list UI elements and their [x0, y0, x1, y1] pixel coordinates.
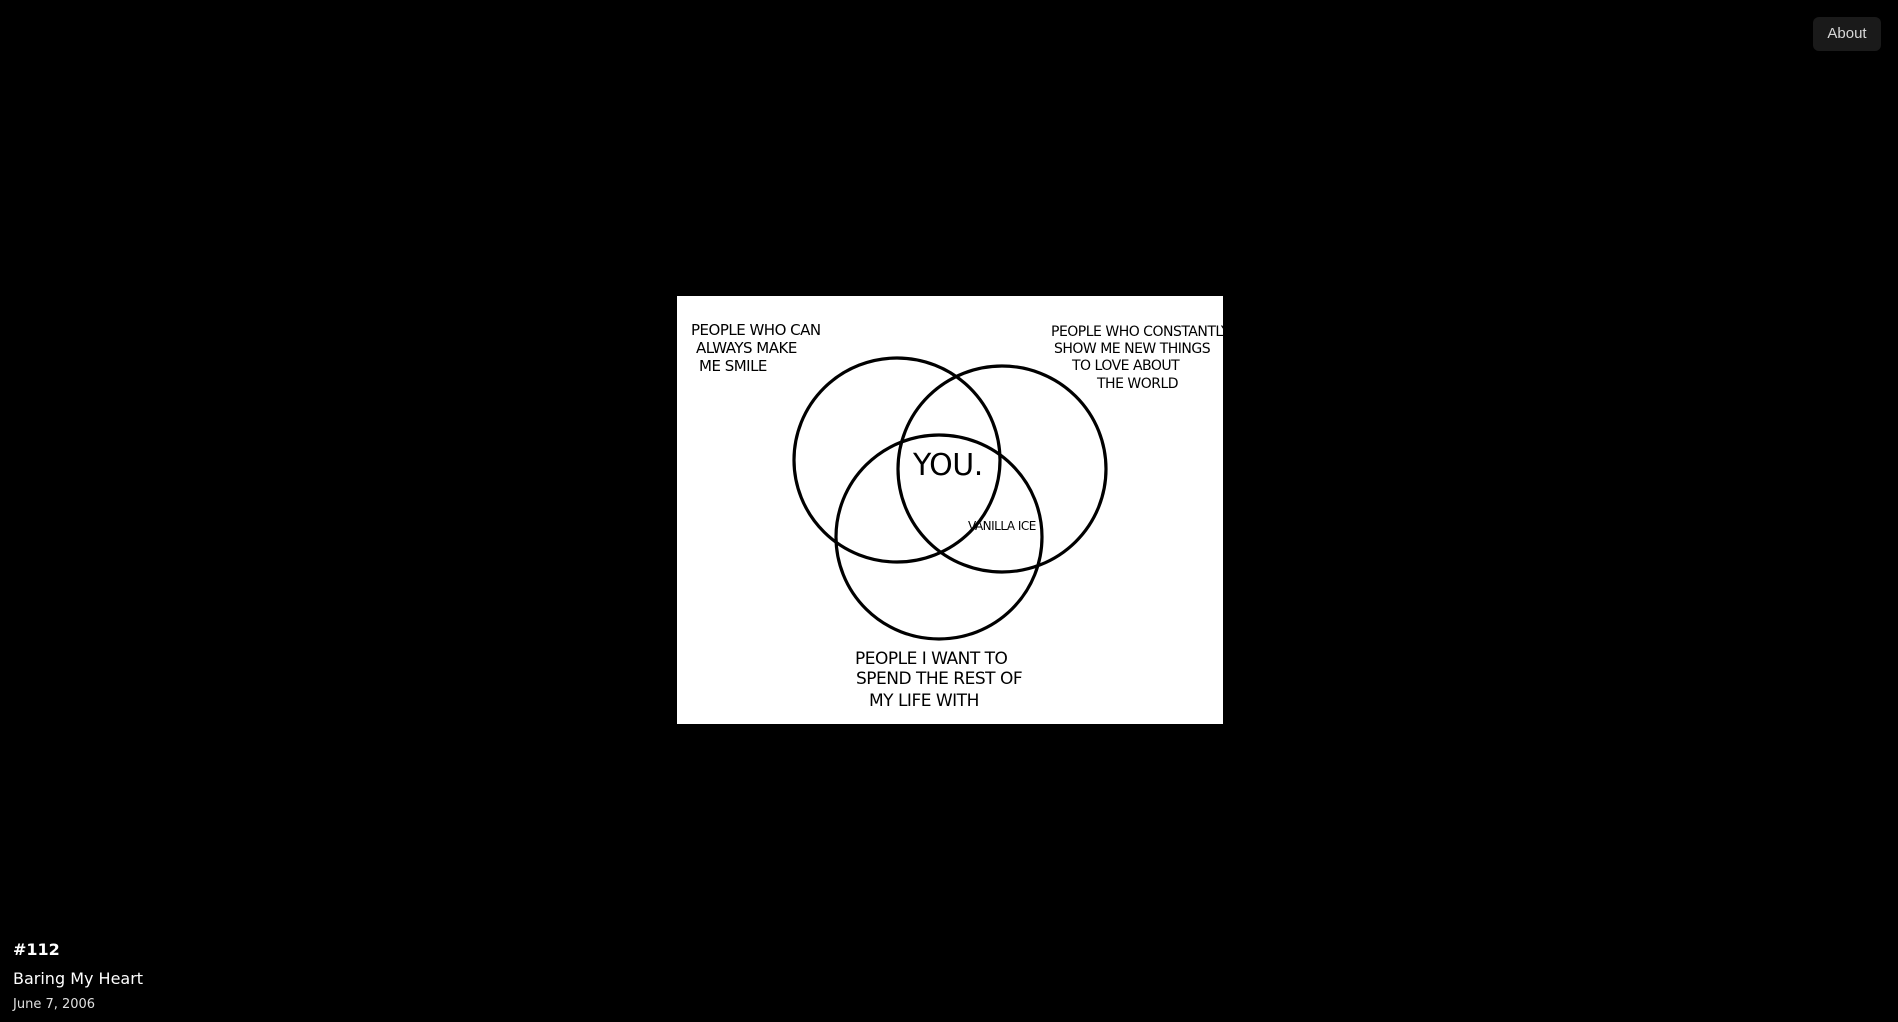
comic-title: Baring My Heart — [13, 969, 144, 988]
label-rest-of-life-line-3: MY LIFE WITH — [869, 691, 979, 711]
circle-smile — [792, 356, 1002, 564]
label-smile-line-3: ME SMILE — [699, 357, 767, 375]
circle-new-things — [896, 364, 1108, 574]
label-new-things-line-2: SHOW ME NEW THINGS — [1054, 341, 1211, 357]
comic-info: #112 Baring My Heart June 7, 2006 — [13, 940, 143, 1012]
comic-date: June 7, 2006 — [13, 997, 96, 1012]
comic-image: PEOPLE WHO CAN ALWAYS MAKE ME SMILE PEOP… — [677, 296, 1223, 724]
label-rest-of-life-line-1: PEOPLE I WANT TO — [855, 649, 1008, 669]
circle-rest-of-life — [834, 433, 1044, 641]
label-smile-line-1: PEOPLE WHO CAN — [691, 321, 821, 339]
label-new-things: PEOPLE WHO CONSTANTLY SHOW ME NEW THINGS… — [1051, 324, 1223, 392]
label-smile-line-2: ALWAYS MAKE — [696, 339, 797, 357]
comic-number: #112 — [13, 940, 60, 959]
about-button[interactable]: About — [1813, 17, 1881, 51]
venn-diagram: PEOPLE WHO CAN ALWAYS MAKE ME SMILE PEOP… — [691, 321, 1223, 711]
label-rest-of-life: PEOPLE I WANT TO SPEND THE REST OF MY LI… — [855, 649, 1027, 711]
label-rest-of-life-line-2: SPEND THE REST OF — [856, 669, 1022, 689]
label-new-things-line-3: TO LOVE ABOUT — [1071, 358, 1180, 374]
label-vanilla-ice: VANILLA ICE — [968, 519, 1036, 533]
label-smile: PEOPLE WHO CAN ALWAYS MAKE ME SMILE — [691, 321, 825, 375]
label-new-things-line-1: PEOPLE WHO CONSTANTLY — [1051, 324, 1223, 340]
label-new-things-line-4: THE WORLD — [1096, 376, 1178, 392]
label-you: YOU. — [912, 448, 983, 483]
